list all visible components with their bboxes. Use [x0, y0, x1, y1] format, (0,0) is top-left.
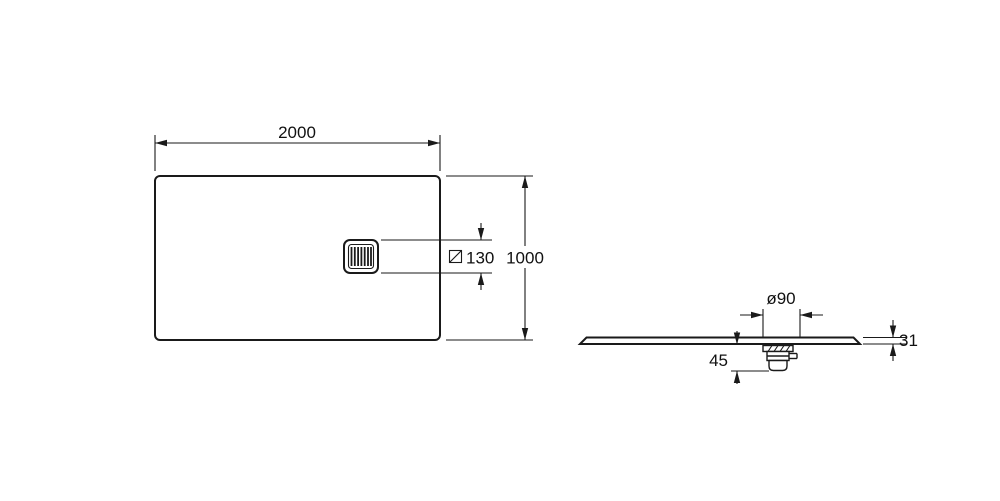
trap-hatch-line: [779, 345, 785, 352]
dim-drain-diameter-label: ø90: [766, 289, 795, 308]
drain-trap: [762, 344, 798, 372]
dim-height-label: 1000: [506, 249, 544, 268]
side-view: ø90 31 45: [577, 289, 918, 384]
tray-outline-plan: [154, 175, 441, 341]
drain-grate: [343, 239, 379, 274]
dim-trap-depth: 45: [709, 331, 769, 384]
dim-thickness-label: 31: [899, 331, 918, 350]
drain-grate-inner-frame: [347, 243, 375, 270]
trap-hatch-line: [767, 345, 773, 352]
dim-drain-diameter: ø90: [740, 289, 823, 337]
dim-height: 1000: [446, 175, 544, 341]
plan-view: 2000 1000 130: [154, 123, 544, 341]
dim-drain-size: 130: [381, 223, 494, 290]
square-symbol-box: [448, 249, 463, 264]
dim-width-label: 2000: [278, 123, 316, 142]
dim-width: 2000: [154, 123, 441, 171]
trap-bowl: [768, 359, 788, 372]
dim-trap-depth-label: 45: [709, 351, 728, 370]
dim-thickness: 31: [863, 320, 918, 361]
square-symbol-diagonal: [449, 250, 462, 263]
trap-hatch-line: [773, 345, 779, 352]
dim-drain-size-label: 130: [466, 249, 494, 268]
tray-profile: [577, 336, 863, 345]
trap-hatch-line: [785, 345, 791, 352]
square-section-symbol-icon: [448, 249, 463, 264]
